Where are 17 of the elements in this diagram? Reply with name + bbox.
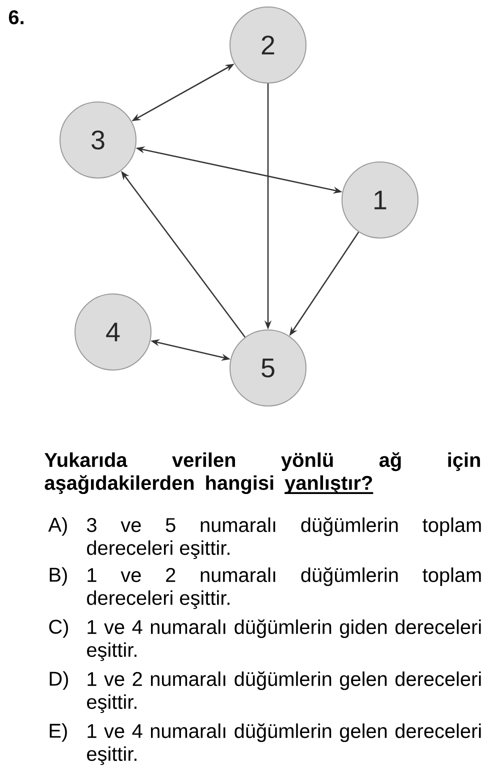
circle-node: 4 <box>74 294 152 370</box>
option-letter: A) <box>48 517 67 536</box>
question-text: Yukarıda verilen yönlü ağ için aşağıdakilerden hangisi yanlıştır? <box>44 452 480 494</box>
option-text: 1 ve 4 numaralı düğümlerin giden dereceleri eşittir. <box>87 619 481 662</box>
circle-node: 1 <box>342 162 418 238</box>
circle-node: 2 <box>230 6 306 84</box>
option-letter: D) <box>50 671 68 690</box>
option-text: 1 ve 2 numaralı düğümlerin gelen dereceleri eşittir. <box>87 671 481 714</box>
circle-node: 5 <box>230 330 306 406</box>
option-letter: B) <box>50 567 67 586</box>
option-text: 1 ve 2 numaralı düğümlerin toplam dereceleri eşittir. <box>87 567 481 610</box>
option-letter: E) <box>50 723 67 742</box>
option-letter: C) <box>49 619 68 638</box>
option-text: 3 ve 5 numaralı düğümlerin toplam dereceleri eşittir. <box>86 517 481 560</box>
circle-node: 3 <box>60 102 136 178</box>
question-number: 6. <box>8 10 24 24</box>
option-text: 1 ve 4 numaralı düğümlerin gelen dereceleri eşittir. <box>87 723 481 766</box>
